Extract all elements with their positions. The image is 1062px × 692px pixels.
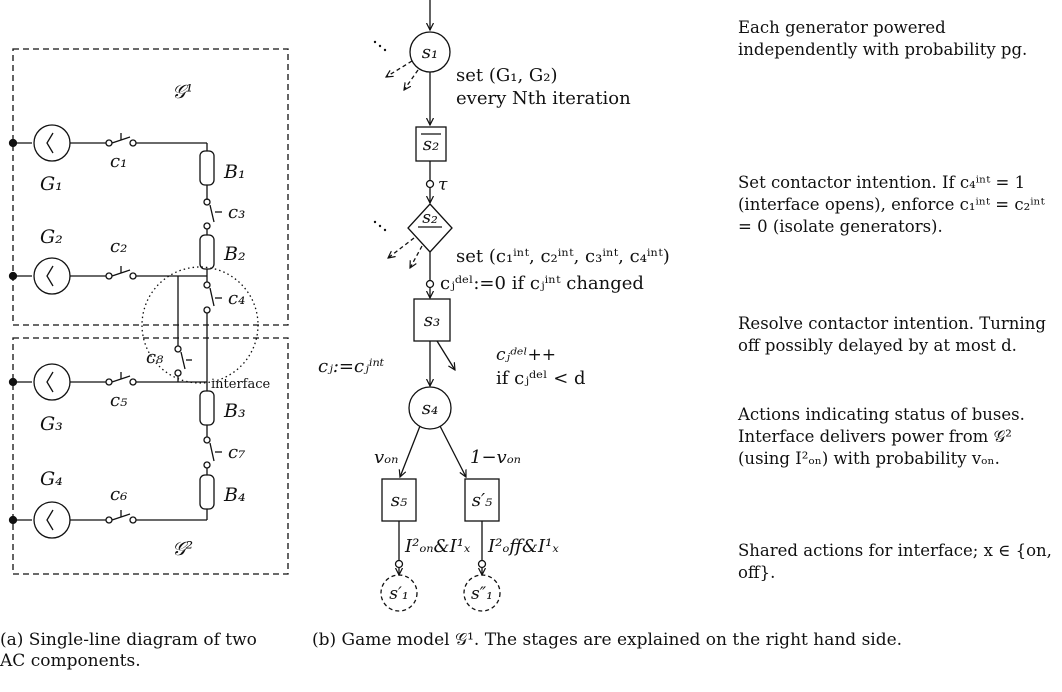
bus-b3-label: B₃: [223, 400, 246, 422]
generator-g3-label: G₃: [40, 413, 63, 435]
node-s1-prime: [380, 574, 418, 612]
node-s2-bar-label: s₂: [423, 134, 439, 155]
circuit-labels: 𝒢¹ 𝒢² G₁ G₂ G₃ G₄ c₁ c₂ c₃ c₄ c₅ c₆ c₇ c…: [40, 81, 271, 560]
generator-g4: [33, 501, 71, 539]
stage-description-4-text: Actions indicating status of buses. Inte…: [738, 405, 1025, 468]
stage-description-1-text: Each generator powered independently wit…: [738, 18, 1028, 59]
stage-description-5: Shared actions for interface; x ∈ {on, o…: [738, 540, 1056, 584]
reset-delay-label: cⱼᵈᵉˡ:=0 if cⱼⁱⁿᵗ changed: [440, 273, 644, 294]
caption-b-text: (b) Game model 𝒢¹. The stages are explai…: [312, 630, 903, 650]
stage-description-3-text: Resolve contactor intention. Turning off…: [738, 314, 1046, 355]
node-s5-label: s₅: [391, 490, 407, 511]
increment-delay-label: cⱼᵈᵉˡ++: [496, 345, 556, 365]
assign-contactor-label: cⱼ:=cⱼⁱⁿᵗ: [318, 356, 385, 377]
bus-b4-label: B₄: [223, 484, 246, 506]
interface-label: interface: [211, 377, 271, 392]
set-generators-freq-label: every Nth iteration: [456, 88, 631, 109]
node-s5-prime-label: s′₅: [472, 490, 493, 511]
node-s3: [413, 298, 451, 342]
generator-g1: [33, 124, 71, 162]
bus-b4: [199, 474, 215, 510]
region-g2-label: 𝒢²: [172, 538, 193, 560]
increment-condition-label: if cⱼᵈᵉˡ < d: [496, 368, 586, 389]
node-s2-label: s₂: [422, 208, 438, 228]
stage-description-2-text: Set contactor intention. If c₄ⁱⁿᵗ = 1 (i…: [738, 173, 1045, 236]
bus-b3: [199, 390, 215, 426]
contactor-c4-label: c₄: [228, 288, 245, 309]
generator-g2: [33, 257, 71, 295]
node-s4: [408, 386, 452, 430]
stage-description-1: Each generator powered independently wit…: [738, 17, 1056, 61]
stage-description-2: Set contactor intention. If c₄ⁱⁿᵗ = 1 (i…: [738, 172, 1056, 238]
node-s1-prime-label: s′₁: [389, 584, 408, 604]
v-on-label: vₒₙ: [374, 447, 398, 468]
generator-g2-label: G₂: [40, 226, 63, 248]
stage-description-3: Resolve contactor intention. Turning off…: [738, 313, 1056, 357]
node-s1-label: s₁: [422, 42, 438, 63]
contactor-c1-label: c₁: [110, 151, 127, 172]
node-s3-label: s₃: [424, 310, 440, 331]
generator-g3: [33, 363, 71, 401]
generator-g1-label: G₁: [40, 173, 63, 195]
continuation-dots: [373, 40, 387, 232]
contactor-c8-label: c₈: [146, 347, 164, 368]
set-generators-label: set (G₁, G₂): [456, 65, 558, 86]
node-s4-label: s₄: [422, 398, 438, 419]
action-interface-on-label: I²ₒₙ&I¹ₓ: [404, 536, 471, 557]
bus-b2-label: B₂: [223, 243, 246, 265]
caption-b: (b) Game model 𝒢¹. The stages are explai…: [312, 630, 1057, 651]
one-minus-v-on-label: 1−vₒₙ: [470, 447, 521, 468]
stage-description-5-text: Shared actions for interface; x ∈ {on, o…: [738, 541, 1052, 582]
region-g2-box: [12, 337, 289, 575]
contactor-c2-label: c₂: [110, 236, 127, 257]
tau-label: τ: [438, 175, 448, 195]
contactor-c6-label: c₆: [110, 484, 127, 505]
region-g1-label: 𝒢¹: [172, 81, 193, 103]
circuit-diagram: [8, 48, 289, 575]
node-s1-double-prime: [463, 574, 501, 612]
game-labels: s₁ s₂ s₂ s₃ s₄ s₅ s′₅ s′₁ s″₁ set (G₁, G…: [318, 42, 670, 604]
bus-b2: [199, 234, 215, 270]
caption-a-text: (a) Single-line diagram of two AC compon…: [0, 630, 257, 671]
stage-description-4: Actions indicating status of buses. Inte…: [738, 404, 1056, 470]
interface-circle: [141, 266, 259, 384]
bus-b1: [199, 150, 215, 186]
region-g1-box: [12, 48, 289, 326]
generator-g4-label: G₄: [40, 468, 63, 490]
game-model: [380, 0, 501, 612]
bus-b1-label: B₁: [223, 161, 246, 183]
node-s2-bar: [415, 126, 447, 162]
set-contactors-label: set (c₁ⁱⁿᵗ, c₂ⁱⁿᵗ, c₃ⁱⁿᵗ, c₄ⁱⁿᵗ): [456, 246, 670, 267]
contactor-c7-label: c₇: [228, 442, 245, 463]
action-interface-off-label: I²ₒff&I¹ₓ: [487, 536, 559, 557]
caption-a: (a) Single-line diagram of two AC compon…: [0, 630, 270, 672]
contactor-c3-label: c₃: [228, 202, 245, 223]
node-s1-double-prime-label: s″₁: [471, 584, 493, 604]
contactor-c5-label: c₅: [110, 390, 127, 411]
